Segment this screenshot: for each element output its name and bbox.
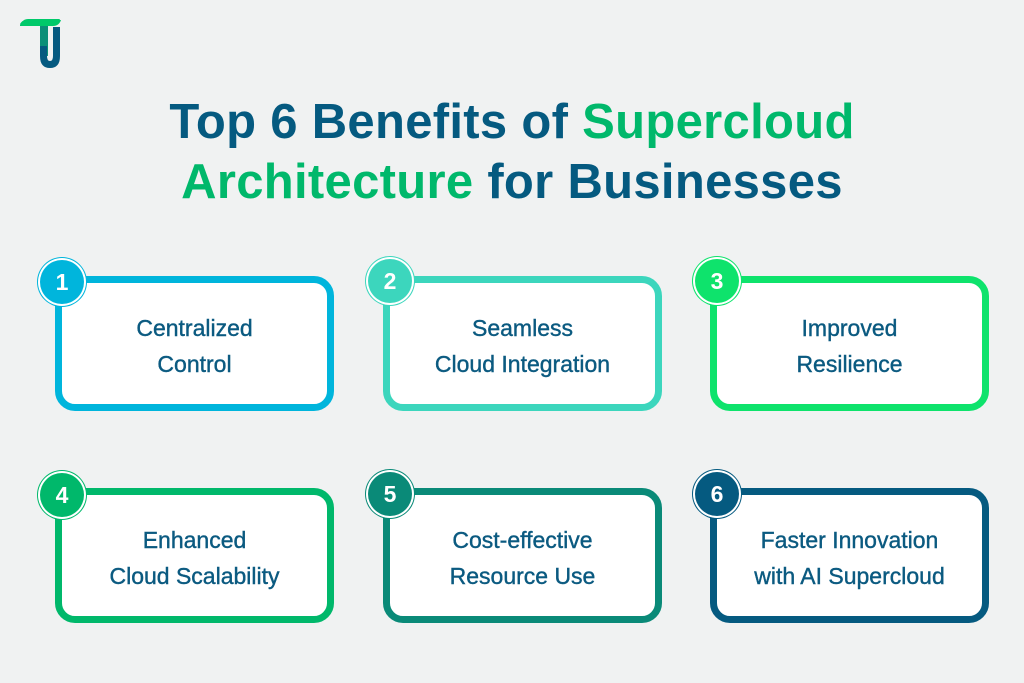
number-badge-5: 5	[368, 472, 412, 516]
title-text: Top 6 Benefits of	[169, 95, 583, 149]
title-accent-text: Architecture	[181, 155, 474, 209]
brand-logo	[18, 18, 68, 72]
number-badge-6: 6	[695, 472, 739, 516]
number-badge-2: 2	[368, 259, 412, 303]
title-line-2: Architecture for Businesses	[0, 152, 1024, 212]
number-badge-4: 4	[40, 473, 84, 517]
title-accent-text: Supercloud	[582, 95, 855, 149]
number-badge-1: 1	[40, 260, 84, 304]
title-text: for Businesses	[473, 155, 843, 209]
page-title: Top 6 Benefits of Supercloud Architectur…	[0, 92, 1024, 212]
brand-logo-icon	[20, 19, 61, 68]
title-line-1: Top 6 Benefits of Supercloud	[0, 92, 1024, 152]
number-badge-3: 3	[695, 259, 739, 303]
